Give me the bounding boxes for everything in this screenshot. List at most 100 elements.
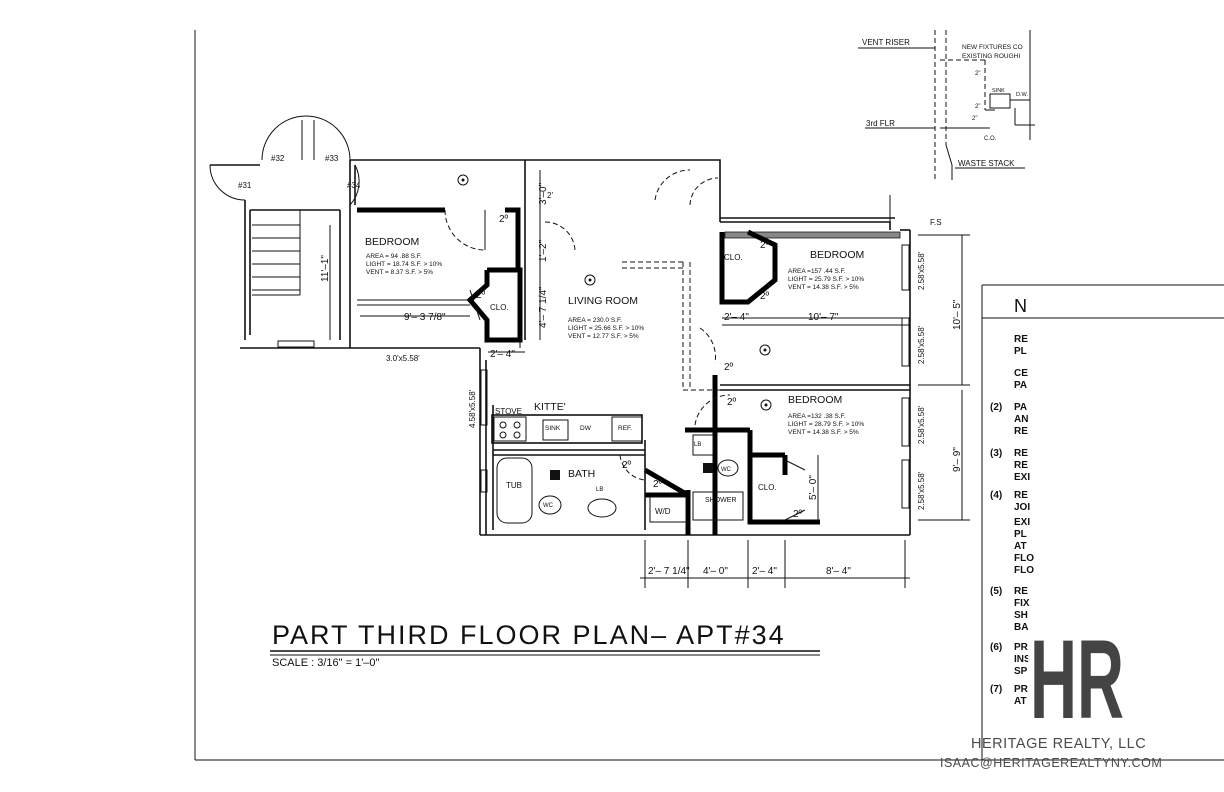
riser-diagram: VENT RISER NEW FIXTURES CO EXISTING ROUG… bbox=[858, 30, 1035, 180]
note-6-line-1: PR bbox=[1014, 642, 1029, 653]
riser-sink-label: SINK bbox=[992, 88, 1005, 94]
note-1-line-3: CE bbox=[1014, 368, 1028, 379]
note-4-line-4: PL bbox=[1014, 529, 1027, 540]
dim-2-4-a: 2'– 4" bbox=[490, 349, 515, 360]
dim-9-9: 9'– 9" bbox=[952, 447, 963, 472]
door-size-g: 2º bbox=[622, 460, 632, 471]
dim-2-4-c: 2'– 4" bbox=[752, 566, 777, 577]
unit-33-label: #33 bbox=[325, 154, 339, 163]
living-room-area: AREA = 230.0 S.F. bbox=[568, 317, 622, 324]
bedroom-1-name: BEDROOM bbox=[365, 236, 419, 248]
wc-label: WC bbox=[543, 503, 554, 509]
door-size-h: 2º bbox=[653, 479, 663, 490]
window-right-2-size: 2.58'x5.58' bbox=[917, 325, 926, 364]
riser-dw-label: D.W. bbox=[1016, 92, 1028, 98]
window-right-3-size: 2.58'x5.58' bbox=[917, 405, 926, 444]
bedroom-3-vent: VENT = 14.38 S.F. > 5% bbox=[788, 429, 859, 436]
dim-3-0: 3'–0" bbox=[538, 182, 549, 205]
dim-9-3: 9'– 3 7/8" bbox=[404, 312, 446, 323]
unit-32-label: #32 bbox=[271, 154, 285, 163]
window-bottom-size: 3.0'x5.58' bbox=[386, 354, 420, 363]
closet-2-label: CLO. bbox=[724, 253, 743, 262]
bedroom-2-area: AREA =157 .44 S.F. bbox=[788, 268, 846, 275]
note-1-line-2: PL bbox=[1014, 346, 1027, 357]
new-fixtures-label: NEW FIXTURES CO bbox=[962, 44, 1023, 51]
note-6-number: (6) bbox=[990, 642, 1002, 653]
living-room-name: LIVING ROOM bbox=[568, 295, 638, 307]
washer-dryer-label: W/D bbox=[655, 507, 671, 516]
window-right-1-size: 2.58'x5.58' bbox=[917, 251, 926, 290]
door-size-d: 2º bbox=[760, 291, 770, 302]
apartment-walls bbox=[349, 159, 911, 536]
bedroom-1-area: AREA = 94 .88 S.F. bbox=[366, 253, 422, 260]
wc-2-label: WC bbox=[721, 467, 732, 473]
vent-riser-label: VENT RISER bbox=[862, 38, 910, 47]
lavatory-2-label: LB bbox=[694, 442, 701, 448]
plan-title: PART THIRD FLOOR PLAN– APT#34 bbox=[272, 620, 786, 650]
logo-letters: HR bbox=[1030, 617, 1124, 742]
living-room-vent: VENT = 12.77 S.F. > 5% bbox=[568, 333, 639, 340]
interior-partitions bbox=[357, 160, 910, 535]
kitchen-name: KITTE' bbox=[534, 401, 566, 413]
note-4-line-1: RE bbox=[1014, 490, 1028, 501]
dim-2-top: 2' bbox=[547, 191, 553, 200]
refrigerator-label: REF. bbox=[618, 425, 632, 432]
note-2-line-3: RE bbox=[1014, 426, 1028, 437]
note-5-line-1: RE bbox=[1014, 586, 1028, 597]
note-4-line-5: AT bbox=[1014, 541, 1027, 552]
closet-1-label: CLO. bbox=[490, 303, 509, 312]
unit-31-label: #31 bbox=[238, 181, 252, 190]
dim-4-0: 4'– 0" bbox=[703, 566, 728, 577]
bedroom-3-light: LIGHT = 28.79 S.F. > 10% bbox=[788, 421, 864, 428]
bedroom-3-area: AREA =132 .38 S.F. bbox=[788, 413, 846, 420]
bedroom-3-name: BEDROOM bbox=[788, 394, 842, 406]
fs-label: F.S bbox=[930, 218, 942, 227]
bedroom-2-vent: VENT = 14.38 S.F. > 5% bbox=[788, 284, 859, 291]
note-1-line-1: RE bbox=[1014, 334, 1028, 345]
kitchen-sink-label: SINK bbox=[545, 425, 561, 432]
lavatory-label: LB bbox=[596, 487, 603, 493]
note-2-line-2: AN bbox=[1014, 414, 1028, 425]
door-size-f: 2º bbox=[727, 397, 737, 408]
dim-10-7: 10'– 7" bbox=[808, 312, 839, 323]
door-size-c: 2º bbox=[760, 240, 770, 251]
note-5-number: (5) bbox=[990, 586, 1002, 597]
living-room-light: LIGHT = 25.66 S.F. > 10% bbox=[568, 325, 644, 332]
bath-fixtures: TUB WC LB LB WC SHOWER W/D bbox=[496, 434, 744, 524]
bath-name: BATH bbox=[568, 468, 595, 480]
unit-34-label: #34 bbox=[347, 181, 361, 190]
note-7-number: (7) bbox=[990, 684, 1002, 695]
note-2-line-1: PA bbox=[1014, 402, 1027, 413]
door-size-b: 2º bbox=[476, 290, 486, 301]
heritage-realty-logo: HR HERITAGE REALTY, LLC ISAAC@HERITAGERE… bbox=[940, 617, 1162, 770]
note-5-line-2: FIX bbox=[1014, 598, 1030, 609]
door-size-e: 2º bbox=[724, 362, 734, 373]
bedroom-2-light: LIGHT = 25.79 S.F. > 10% bbox=[788, 276, 864, 283]
window-side-size: 4.58'x5.58' bbox=[468, 389, 477, 428]
dim-2-7: 2'– 7 1/4" bbox=[648, 566, 690, 577]
brand-name: HERITAGE REALTY, LLC bbox=[971, 736, 1146, 752]
door-swings bbox=[444, 169, 731, 481]
room-labels: BEDROOM AREA = 94 .88 S.F. LIGHT = 18.74… bbox=[365, 236, 864, 480]
door-size-a: 2º bbox=[499, 214, 509, 225]
note-3-line-1: RE bbox=[1014, 448, 1028, 459]
door-size-i: 2º bbox=[793, 509, 803, 520]
bedroom-1-vent: VENT = 8.37 S.F. > 5% bbox=[366, 269, 433, 276]
stair-treads bbox=[252, 210, 301, 296]
dim-11-1: 11'–1" bbox=[320, 255, 331, 282]
note-5-line-3: SH bbox=[1014, 610, 1028, 621]
note-4-number: (4) bbox=[990, 490, 1002, 501]
dim-5-0: 5'– 0" bbox=[808, 475, 819, 500]
stove-label: STOVE bbox=[495, 407, 522, 416]
bedroom-2-name: BEDROOM bbox=[810, 249, 864, 261]
cleanout-label: C.O. bbox=[984, 136, 997, 142]
bedroom-1-light: LIGHT = 18.74 S.F. > 10% bbox=[366, 261, 442, 268]
notes-column: N RE PL CE PA (2) PA AN RE (3) RE RE EXI… bbox=[990, 296, 1034, 707]
dimension-lines: 9'– 3 7/8" 11'–1" 3'–0" 1'–2" 4'– 7 1/4"… bbox=[320, 170, 970, 588]
note-6-line-2: INS bbox=[1014, 654, 1031, 665]
note-4-line-6: FLO bbox=[1014, 553, 1034, 564]
dishwasher-label: DW bbox=[580, 425, 592, 432]
dim-2-4-b: 2'– 4" bbox=[724, 312, 749, 323]
sheet-border bbox=[194, 30, 1224, 761]
note-4-line-7: FLO bbox=[1014, 565, 1034, 576]
